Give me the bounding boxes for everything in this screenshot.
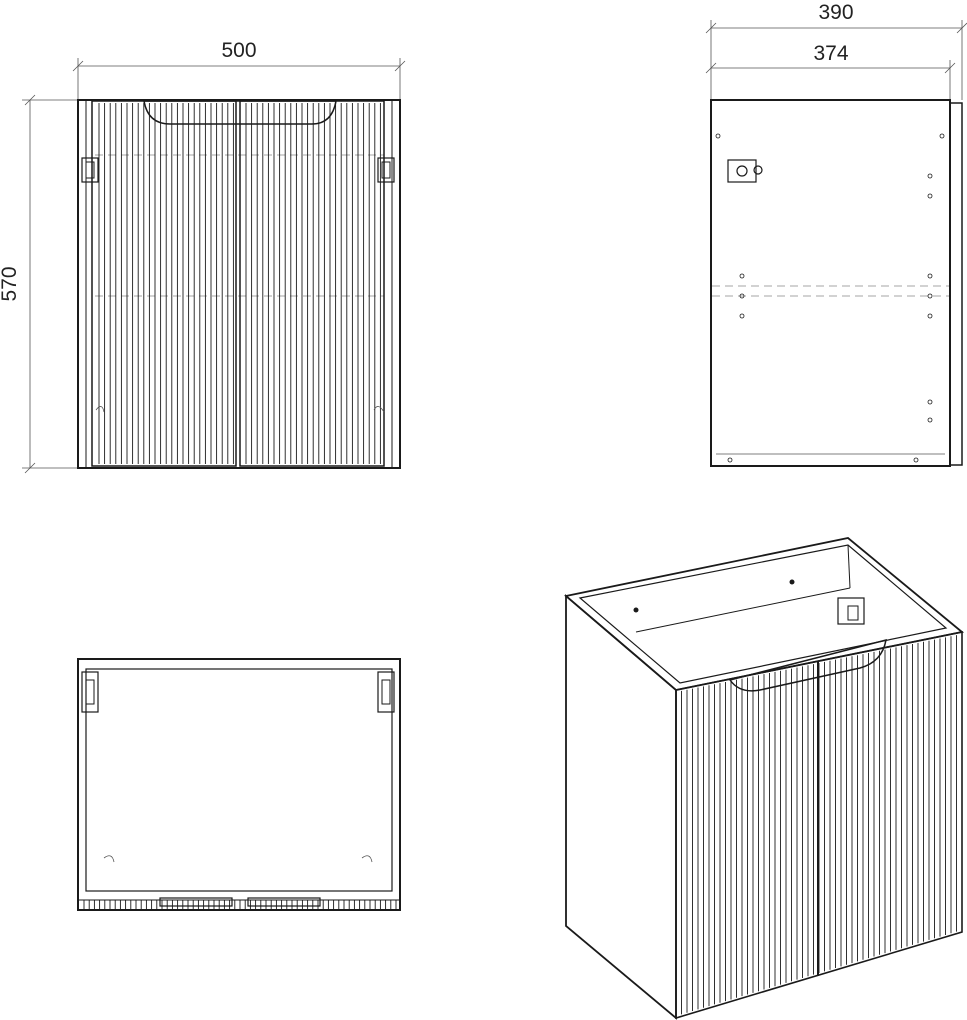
top-door-edge-flutes (83, 900, 397, 909)
isometric-view (564, 537, 965, 1020)
screw-hole (927, 173, 933, 179)
dimension-label-374: 374 (813, 42, 848, 65)
screw-hole (927, 193, 933, 199)
dimension-front-width: 500 (72, 39, 406, 100)
screw-hole (715, 133, 721, 139)
front-view: 500 570 (0, 39, 406, 474)
front-handle-cutout (143, 100, 337, 125)
dimension-side-total-depth: 390 (705, 1, 967, 100)
screw-hole (927, 273, 933, 279)
screw-hole (927, 417, 933, 423)
screw-hole (739, 293, 745, 299)
dimension-side-body-depth: 374 (705, 42, 956, 100)
screw-hole (739, 313, 745, 319)
front-hinge-right (377, 157, 395, 183)
iso-hinge-bracket (837, 597, 865, 625)
screw-hole (939, 133, 945, 139)
front-hinge-left (81, 157, 99, 183)
front-right-door-flutes (245, 103, 381, 464)
iso-screw-hole (633, 607, 639, 613)
dimension-front-height: 570 (0, 94, 78, 474)
top-hinge-left (81, 671, 99, 713)
side-screw-holes (715, 133, 945, 463)
side-view: 390 374 (705, 1, 967, 467)
iso-screw-hole (789, 579, 795, 585)
dimension-label-390: 390 (818, 1, 853, 24)
screw-hole (927, 293, 933, 299)
screw-hole (927, 313, 933, 319)
isometric-door-flutes (681, 635, 957, 1015)
dimension-label-570: 570 (0, 266, 21, 301)
screw-hole (727, 457, 733, 463)
side-hinge-bracket (727, 159, 763, 183)
top-hinge-right (377, 671, 395, 713)
front-left-door-flutes (98, 103, 234, 464)
dimension-label-500: 500 (221, 39, 256, 62)
iso-handle-cutout (728, 638, 887, 692)
screw-hole (739, 273, 745, 279)
screw-hole (927, 399, 933, 405)
top-view (77, 658, 401, 911)
screw-hole (913, 457, 919, 463)
top-handle-recesses (159, 897, 321, 907)
